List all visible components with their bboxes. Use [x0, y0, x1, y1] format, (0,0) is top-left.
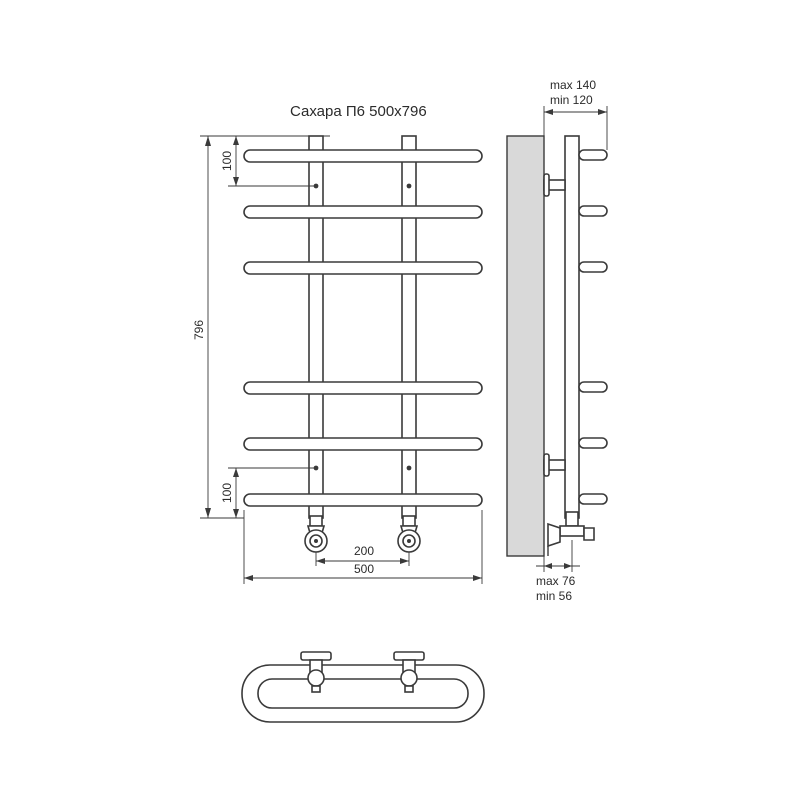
- crossbar-6: [243, 493, 483, 507]
- crossbar-3: [243, 261, 483, 275]
- wall-gap-min-label: min 120: [550, 93, 593, 107]
- right-post: [401, 135, 417, 519]
- drawing-title: Сахара П6 500x796: [290, 103, 427, 120]
- crossbar-2: [243, 205, 483, 219]
- top-wall-bracket: [543, 173, 566, 197]
- dimension-connection-depth: max 76 min 56: [536, 540, 580, 603]
- side-crossbar-end: [578, 149, 608, 161]
- wall: [506, 135, 545, 557]
- dimension-wall-gap: max 140 min 120: [543, 78, 608, 150]
- bottom-offset-label: 100: [220, 483, 234, 503]
- wall-gap-max-label: max 140: [550, 78, 596, 92]
- crossbar-1: [243, 149, 483, 163]
- top-view-right-valve: [393, 651, 425, 693]
- connection-spacing-label: 200: [354, 544, 374, 558]
- side-crossbar-end: [578, 261, 608, 273]
- crossbar-5: [243, 437, 483, 451]
- dimension-connection-spacing: 200: [315, 544, 410, 566]
- dimension-bottom-offset: 100: [220, 467, 316, 518]
- top-offset-label: 100: [220, 151, 234, 171]
- left-post: [308, 135, 324, 519]
- mount-hole: [406, 183, 412, 189]
- top-view-left-valve: [300, 651, 332, 693]
- side-crossbar-end: [578, 381, 608, 393]
- front-view: [243, 135, 483, 553]
- top-view: [241, 651, 485, 723]
- side-crossbar-end: [578, 437, 608, 449]
- dimension-total-height: 796: [192, 135, 330, 519]
- right-valve: [397, 515, 421, 553]
- side-post: [564, 135, 580, 519]
- dimension-top-offset: 100: [220, 136, 316, 187]
- side-valve: [547, 511, 595, 556]
- connection-depth-min-label: min 56: [536, 589, 572, 603]
- crossbar-4: [243, 381, 483, 395]
- side-crossbar-end: [578, 493, 608, 505]
- mount-hole: [406, 465, 412, 471]
- total-height-label: 796: [192, 320, 206, 340]
- dimension-total-width: 500: [243, 510, 483, 584]
- bottom-wall-bracket: [543, 453, 566, 477]
- side-crossbar-end: [578, 205, 608, 217]
- connection-depth-max-label: max 76: [536, 574, 576, 588]
- left-valve: [304, 515, 328, 553]
- side-view: [506, 135, 608, 557]
- total-width-label: 500: [354, 562, 374, 576]
- top-view-inner-loop: [257, 678, 469, 709]
